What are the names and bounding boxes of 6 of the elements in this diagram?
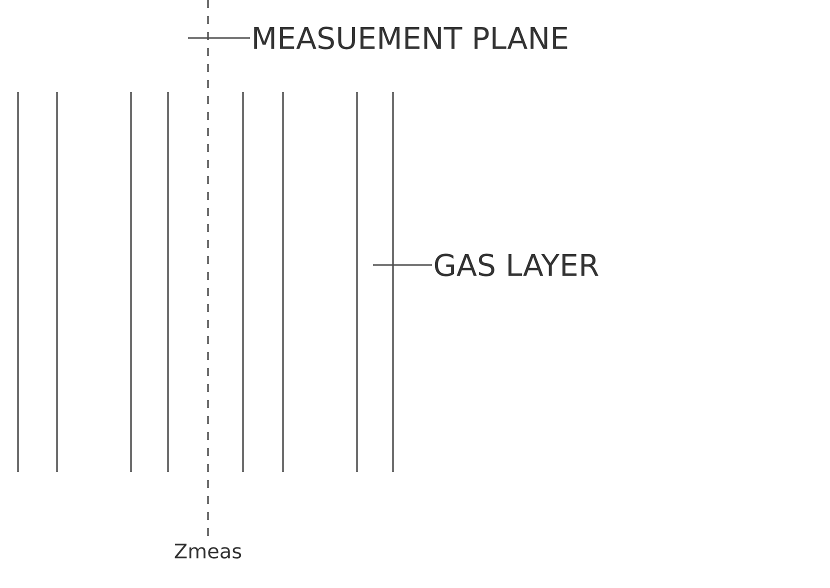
callout-text: MEASUEMENT PLANE [254, 26, 568, 50]
callout-text: GAS LAYER [434, 254, 598, 276]
leader-line [188, 37, 250, 39]
leader-line [373, 264, 432, 266]
axis-label: Zmeas [174, 544, 242, 559]
gas-layer-line [392, 92, 394, 472]
